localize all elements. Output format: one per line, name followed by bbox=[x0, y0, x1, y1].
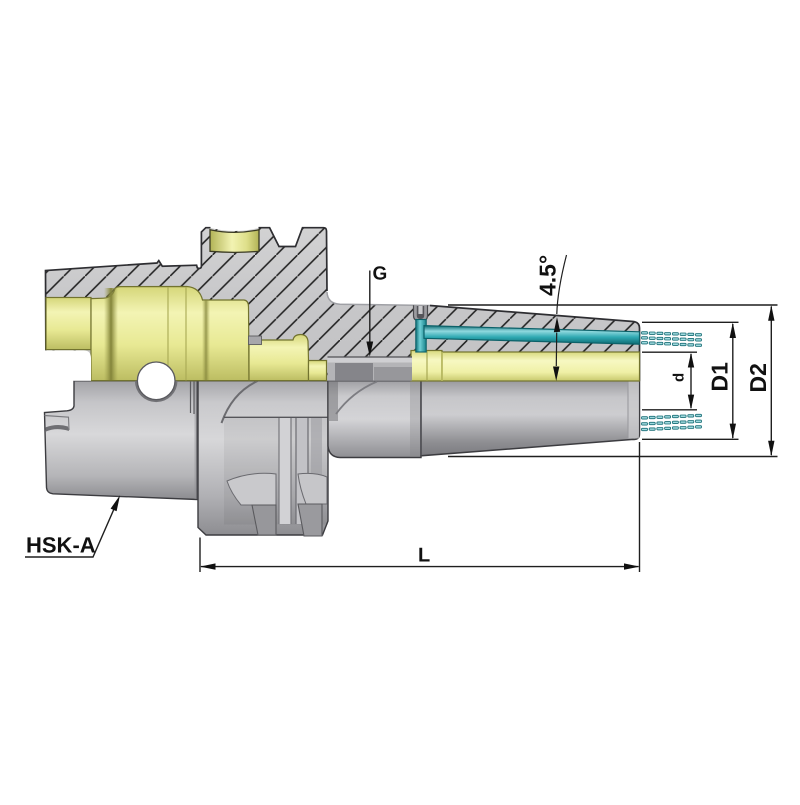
svg-text:G: G bbox=[373, 264, 388, 285]
svg-text:L: L bbox=[418, 545, 430, 567]
svg-text:D1: D1 bbox=[707, 362, 733, 392]
svg-text:4.5°: 4.5° bbox=[535, 255, 561, 296]
svg-text:d: d bbox=[671, 373, 688, 382]
svg-text:HSK-A: HSK-A bbox=[26, 533, 96, 558]
svg-text:D2: D2 bbox=[745, 363, 771, 392]
